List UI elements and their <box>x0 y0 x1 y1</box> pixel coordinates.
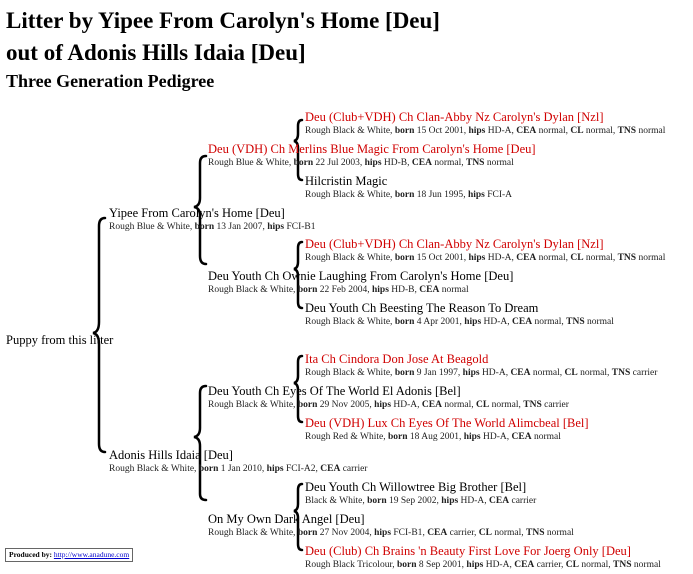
dog-details: Rough Blue & White, born 22 Jul 2003, hi… <box>208 158 514 168</box>
credit-label: Produced by: <box>9 550 54 559</box>
pedigree-entry-sire-sire-dam: Hilcristin Magic Rough Black & White, bo… <box>305 174 512 201</box>
pedigree-entry-dam-dam-sire: Deu Youth Ch Willowtree Big Brother [Bel… <box>305 480 536 507</box>
dog-details: Rough Black & White, born 18 Jun 1995, h… <box>305 190 513 200</box>
dog-name[interactable]: On My Own Dark Angel [Deu] <box>208 512 365 526</box>
producer-link[interactable]: http://www.anadune.com <box>53 550 130 559</box>
pedigree-entry-sire-sire: Deu (VDH) Ch Merlins Blue Magic From Car… <box>208 142 536 169</box>
dog-details: Rough Red & White, born 18 Aug 2001, hip… <box>305 432 561 442</box>
dog-details: Rough Black & White, born 29 Nov 2005, h… <box>208 400 569 410</box>
pedigree-entry-sire-sire-sire: Deu (Club+VDH) Ch Clan-Abby Nz Carolyn's… <box>305 110 665 137</box>
dog-details: Rough Black & White, born 22 Feb 2004, h… <box>208 285 469 295</box>
dog-name[interactable]: Hilcristin Magic <box>305 174 388 188</box>
producer-credit: Produced by: http://www.anadune.com <box>5 548 134 562</box>
puppy-label: Puppy from this litter <box>6 333 114 347</box>
dog-name[interactable]: Deu (Club+VDH) Ch Clan-Abby Nz Carolyn's… <box>305 110 604 124</box>
dog-name[interactable]: Deu (Club+VDH) Ch Clan-Abby Nz Carolyn's… <box>305 237 604 251</box>
dog-name[interactable]: Adonis Hills Idaia [Deu] <box>109 448 233 462</box>
dog-details: Black & White, born 19 Sep 2002, hips HD… <box>305 496 537 506</box>
pedigree-entry-dam: Adonis Hills Idaia [Deu] Rough Black & W… <box>109 448 367 475</box>
dog-details: Rough Black & White, born 27 Nov 2004, h… <box>208 528 574 538</box>
dog-name[interactable]: Deu Youth Ch Willowtree Big Brother [Bel… <box>305 480 527 494</box>
brace-dam <box>193 384 208 502</box>
dog-name[interactable]: Deu (Club) Ch Brains 'n Beauty First Lov… <box>305 544 631 558</box>
pedigree-entry-sire-dam-sire: Deu (Club+VDH) Ch Clan-Abby Nz Carolyn's… <box>305 237 665 264</box>
dog-name[interactable]: Yipee From Carolyn's Home [Deu] <box>109 206 285 220</box>
dog-name[interactable]: Ita Ch Cindora Don Jose At Beagold <box>305 352 489 366</box>
page-title: Litter by Yipee From Carolyn's Home [Deu… <box>6 8 440 33</box>
dog-details: Rough Black & White, born 15 Oct 2001, h… <box>305 126 666 136</box>
pedigree-entry-dam-sire: Deu Youth Ch Eyes Of The World El Adonis… <box>208 384 569 411</box>
page-title-line2: out of Adonis Hills Idaia [Deu] <box>6 40 306 65</box>
dog-details: Rough Black & White, born 15 Oct 2001, h… <box>305 253 666 263</box>
pedigree-entry-dam-dam: On My Own Dark Angel [Deu] Rough Black &… <box>208 512 574 539</box>
pedigree-entry-dam-sire-dam: Deu (VDH) Lux Ch Eyes Of The World Alimc… <box>305 416 589 443</box>
dog-name[interactable]: Deu (VDH) Lux Ch Eyes Of The World Alimc… <box>305 416 589 430</box>
pedigree-entry-sire: Yipee From Carolyn's Home [Deu] Rough Bl… <box>109 206 316 233</box>
dog-name[interactable]: Deu Youth Ch Eyes Of The World El Adonis… <box>208 384 461 398</box>
pedigree-entry-sire-dam-dam: Deu Youth Ch Beesting The Reason To Drea… <box>305 301 614 328</box>
page-subtitle: Three Generation Pedigree <box>6 71 215 91</box>
dog-details: Rough Black Tricolour, born 8 Sep 2001, … <box>305 560 661 570</box>
dog-name[interactable]: Deu Youth Ch Ownie Laughing From Carolyn… <box>208 269 514 283</box>
dog-name[interactable]: Deu Youth Ch Beesting The Reason To Drea… <box>305 301 539 315</box>
dog-details: Rough Black & White, born 9 Jan 1997, hi… <box>305 368 658 378</box>
pedigree-entry-dam-sire-sire: Ita Ch Cindora Don Jose At Beagold Rough… <box>305 352 657 379</box>
dog-name[interactable]: Deu (VDH) Ch Merlins Blue Magic From Car… <box>208 142 536 156</box>
dog-details: Rough Black & White, born 1 Jan 2010, hi… <box>109 464 368 474</box>
pedigree-entry-dam-dam-dam: Deu (Club) Ch Brains 'n Beauty First Lov… <box>305 544 661 571</box>
pedigree-entry-sire-dam: Deu Youth Ch Ownie Laughing From Carolyn… <box>208 269 513 296</box>
dog-details: Rough Black & White, born 4 Apr 2001, hi… <box>305 317 614 327</box>
dog-details: Rough Blue & White, born 13 Jan 2007, hi… <box>109 222 316 232</box>
